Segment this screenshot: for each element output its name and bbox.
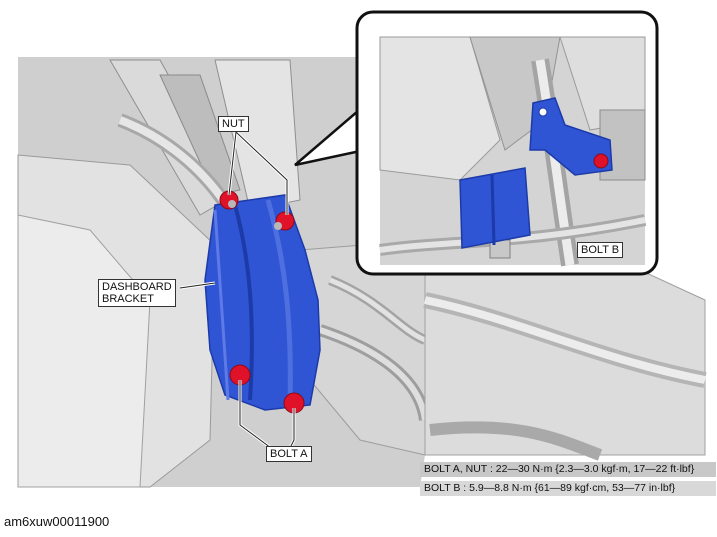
bolt-b [593, 153, 609, 169]
bolt-b-label: BOLT B [577, 242, 624, 258]
bolt-a-label: BOLT A [266, 446, 312, 462]
inset-detail-view [355, 10, 659, 276]
bolt-a-label-text: BOLT A [270, 448, 308, 460]
nut-label-text: NUT [222, 118, 245, 130]
torque-spec-bolt-a-nut: BOLT A, NUT : 22—30 N·m {2.3—3.0 kgf·m, … [420, 462, 716, 477]
bolt-b-label-text: BOLT B [581, 244, 620, 256]
dashboard-bracket-label-line2: BRACKET [102, 293, 154, 305]
nut-upper-right [274, 211, 295, 231]
dashboard-bracket [204, 194, 321, 411]
image-id: am6xuw00011900 [4, 514, 110, 529]
torque-spec-bolt-b: BOLT B : 5.9—8.8 N·m {61—89 kgf·cm, 53—7… [420, 481, 716, 496]
dashboard-bracket-label: DASHBOARD BRACKET [98, 279, 176, 307]
dashboard-bracket-label-line1: DASHBOARD [102, 281, 172, 293]
nut-label: NUT [218, 116, 249, 132]
